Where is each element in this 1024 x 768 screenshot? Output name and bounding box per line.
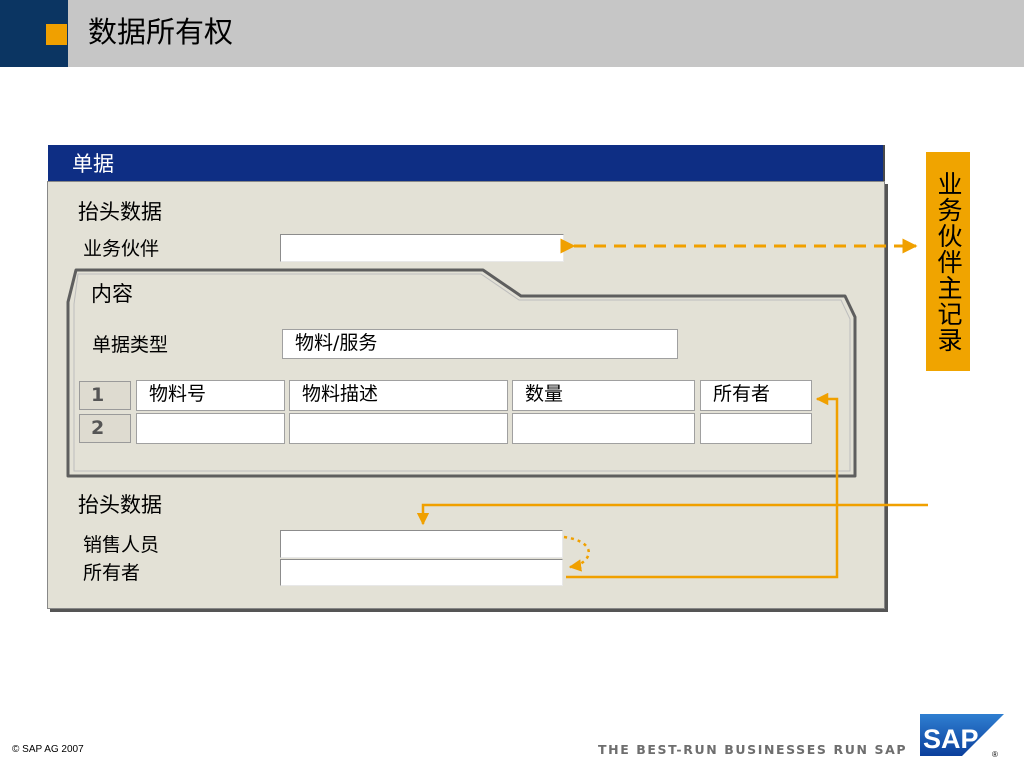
svg-text:®: ® — [992, 750, 998, 759]
row2-quantity-field[interactable] — [512, 413, 695, 444]
title-square-icon — [46, 24, 67, 45]
sales-person-arrow — [416, 503, 928, 526]
row2-material-number-field[interactable] — [136, 413, 285, 444]
partner-field[interactable] — [280, 234, 564, 262]
slide-title: 数据所有权 — [88, 15, 234, 49]
owner-to-item-arrow — [566, 392, 839, 579]
slogan-text: THE BEST-RUN BUSINESSES RUN SAP — [598, 742, 908, 757]
sales-person-field[interactable] — [280, 530, 563, 558]
title-bar — [68, 0, 1024, 67]
owner-field[interactable] — [280, 559, 563, 586]
header-data-title: 抬头数据 — [78, 200, 162, 224]
owner-label: 所有者 — [83, 562, 141, 584]
content-tab-label: 内容 — [91, 282, 133, 306]
row2-owner-field[interactable] — [700, 413, 812, 444]
row2-material-description-field[interactable] — [289, 413, 508, 444]
sales-to-owner-dotted-arrow — [563, 535, 590, 572]
copyright-text: © SAP AG 2007 — [12, 744, 84, 755]
sap-logo: SAP ® — [920, 714, 1004, 759]
document-header-label: 单据 — [72, 152, 114, 176]
doc-type-label: 单据类型 — [92, 334, 169, 356]
column-header-quantity: 数量 — [512, 380, 695, 411]
document-header-bar — [48, 145, 885, 181]
column-header-material-number: 物料号 — [136, 380, 285, 411]
sales-person-label: 销售人员 — [83, 534, 160, 556]
row-number-1[interactable]: 1 — [79, 381, 131, 410]
partner-label: 业务伙伴 — [83, 238, 160, 260]
header-data-title-bottom: 抬头数据 — [78, 493, 162, 517]
svg-text:SAP: SAP — [923, 724, 979, 754]
row-number-2[interactable]: 2 — [79, 414, 131, 443]
doc-type-field[interactable]: 物料/服务 — [282, 329, 678, 359]
column-header-material-description: 物料描述 — [289, 380, 508, 411]
column-header-owner: 所有者 — [700, 380, 812, 411]
business-partner-master-box — [926, 152, 970, 371]
business-partner-master-label: 业务伙伴主记录 — [934, 170, 963, 353]
